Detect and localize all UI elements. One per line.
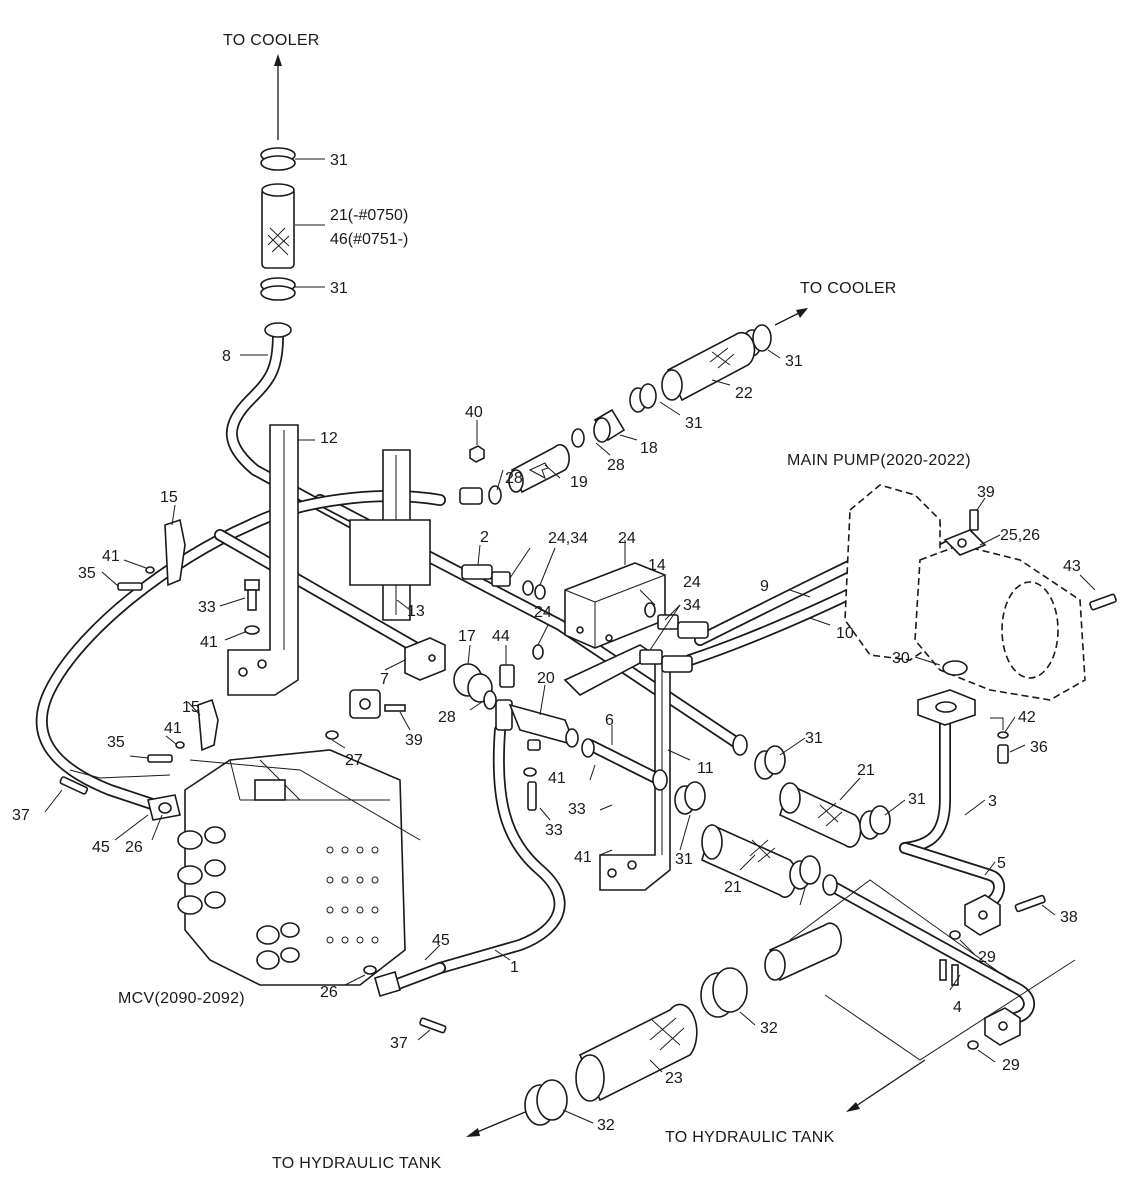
label-18: 18 [640, 440, 658, 457]
label-45-b: 45 [432, 932, 450, 949]
main-pump [844, 484, 1117, 1050]
caption-to-tank-left: TO HYDRAULIC TANK [272, 1155, 442, 1172]
label-43: 43 [1063, 558, 1081, 575]
label-31-c: 31 [685, 415, 703, 432]
label-39-b: 39 [405, 732, 423, 749]
label-21-a: 21 [857, 762, 875, 779]
label-9: 9 [760, 578, 769, 595]
label-33-c: 33 [545, 822, 563, 839]
part-labels: 31 21(-#0750) 46(#0751-) 31 8 12 40 2 24… [12, 152, 1081, 1134]
label-22: 22 [735, 385, 753, 402]
caption-to-tank-right: TO HYDRAULIC TANK [665, 1129, 835, 1146]
label-44: 44 [492, 628, 510, 645]
label-28-b: 28 [505, 470, 523, 487]
left-clamps [59, 518, 260, 821]
label-31-g: 31 [675, 851, 693, 868]
label-41-c: 41 [574, 849, 592, 866]
label-31-a: 31 [330, 152, 348, 169]
label-28-c: 28 [607, 457, 625, 474]
label-14: 14 [648, 557, 666, 574]
label-41-e: 41 [164, 720, 182, 737]
label-35-a: 35 [78, 565, 96, 582]
label-39-a: 39 [977, 484, 995, 501]
label-7: 7 [380, 671, 389, 688]
mcv-valve [177, 749, 447, 1034]
label-3: 3 [988, 793, 997, 810]
label-12: 12 [320, 430, 338, 447]
flow-arrows [274, 54, 926, 1137]
caption-main-pump: MAIN PUMP(2020-2022) [787, 452, 971, 469]
label-32-a: 32 [760, 1020, 778, 1037]
label-24-c: 24 [534, 604, 552, 621]
label-5: 5 [997, 855, 1006, 872]
label-19: 19 [570, 474, 588, 491]
label-41-b: 41 [200, 634, 218, 651]
label-26-b: 26 [320, 984, 338, 1001]
label-24-34: 24,34 [548, 530, 588, 547]
label-33-a: 33 [198, 599, 216, 616]
label-25-26: 25,26 [1000, 527, 1040, 544]
label-46-range: 46(#0751-) [330, 231, 408, 248]
label-33-b: 33 [568, 801, 586, 818]
label-31-b: 31 [330, 280, 348, 297]
label-15-b: 15 [182, 699, 200, 716]
label-35-b: 35 [107, 734, 125, 751]
label-24-b: 24 [683, 574, 701, 591]
label-37-a: 37 [12, 807, 30, 824]
label-1: 1 [510, 959, 519, 976]
label-31-d: 31 [785, 353, 803, 370]
top-hose-assembly [260, 147, 296, 338]
label-31-e: 31 [805, 730, 823, 747]
label-4: 4 [953, 999, 962, 1016]
label-26-a: 26 [125, 839, 143, 856]
label-41-d: 41 [548, 770, 566, 787]
cooler-line-assembly [459, 324, 772, 505]
label-40: 40 [465, 404, 483, 421]
label-20: 20 [537, 670, 555, 687]
label-21-b: 21 [724, 879, 742, 896]
brackets [227, 424, 671, 891]
label-37-b: 37 [390, 1035, 408, 1052]
label-29-a: 29 [978, 949, 996, 966]
label-6: 6 [605, 712, 614, 729]
label-28-a: 28 [438, 709, 456, 726]
label-31-f: 31 [908, 791, 926, 808]
label-30: 30 [892, 650, 910, 667]
label-21-range: 21(-#0750) [330, 207, 408, 224]
label-24-a: 24 [618, 530, 636, 547]
label-27: 27 [345, 752, 363, 769]
label-8: 8 [222, 348, 231, 365]
leader-lines [44, 158, 1096, 1124]
label-11: 11 [697, 760, 714, 777]
label-34: 34 [683, 597, 701, 614]
label-45-a: 45 [92, 839, 110, 856]
label-42: 42 [1018, 709, 1036, 726]
label-15-a: 15 [160, 489, 178, 506]
caption-to-cooler-top: TO COOLER [223, 32, 320, 49]
label-23: 23 [665, 1070, 683, 1087]
label-38: 38 [1060, 909, 1078, 926]
caption-mcv: MCV(2090-2092) [118, 990, 245, 1007]
label-32-b: 32 [597, 1117, 615, 1134]
caption-to-cooler-right: TO COOLER [800, 280, 897, 297]
label-13: 13 [407, 603, 425, 620]
label-17: 17 [458, 628, 476, 645]
label-29-b: 29 [1002, 1057, 1020, 1074]
label-41-a: 41 [102, 548, 120, 565]
fittings [325, 445, 709, 811]
lower-hoses [524, 734, 959, 1126]
label-2: 2 [480, 529, 489, 546]
label-36: 36 [1030, 739, 1048, 756]
label-10: 10 [836, 625, 854, 642]
